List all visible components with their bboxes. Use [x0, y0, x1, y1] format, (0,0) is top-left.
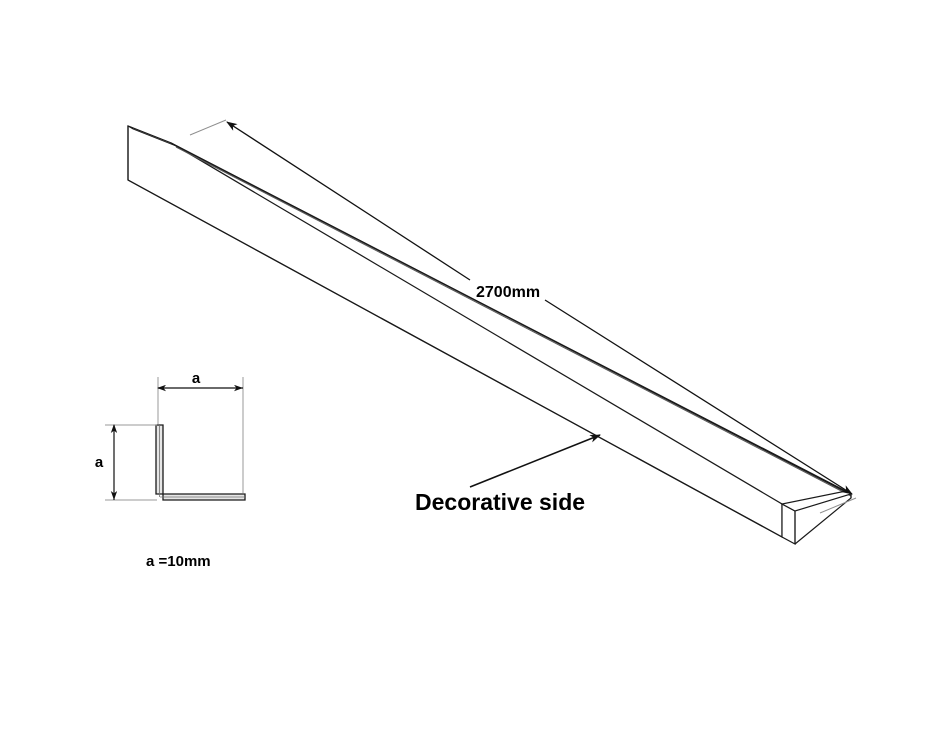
angle-3d-body [127, 125, 853, 546]
decorative-side-leader-line [469, 434, 601, 488]
angle-inner-crease-line [170, 142, 847, 493]
length-extension-line-right [819, 497, 857, 514]
angle-bottom-long-edge [127, 179, 783, 538]
decorative-side-label: Decorative side [415, 489, 585, 515]
profile-note-label: a =10mm [146, 553, 211, 570]
cross-section-profile: a a a =10mm [95, 370, 246, 570]
profile-l-outline [155, 424, 246, 501]
profile-height-label: a [95, 454, 104, 471]
length-dimension: 2700mm [189, 119, 857, 514]
angle-inner-crease-highlight [175, 146, 852, 497]
decorative-side-callout: Decorative side [415, 434, 601, 515]
length-dimension-line-left [226, 121, 471, 281]
length-extension-line-left [189, 119, 227, 136]
profile-width-label: a [192, 370, 201, 387]
length-dimension-label: 2700mm [476, 284, 540, 301]
length-dimension-line-right [544, 299, 853, 495]
